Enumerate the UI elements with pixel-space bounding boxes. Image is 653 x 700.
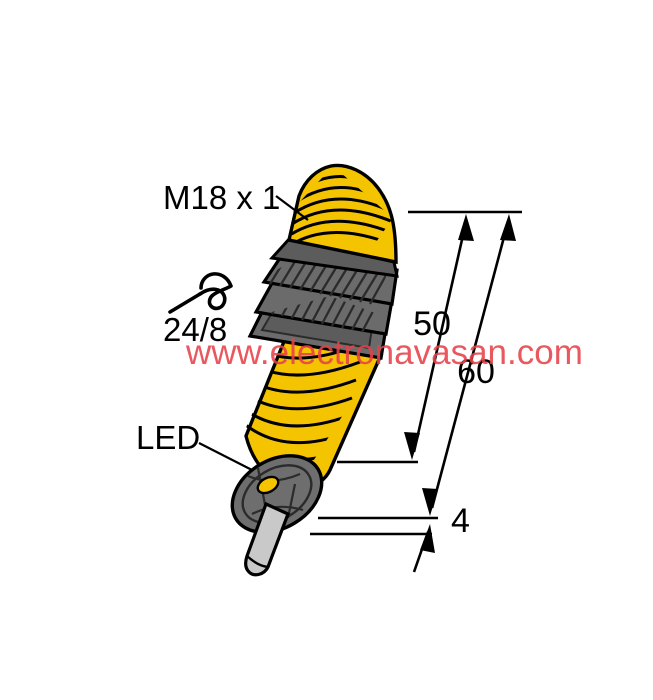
arrowhead-up-4 xyxy=(420,524,435,553)
dimension-4: 4 xyxy=(412,502,470,573)
dimension-50: 50 xyxy=(404,214,474,460)
arrowhead-up-50 xyxy=(458,214,474,241)
dimension-label-50: 50 xyxy=(413,305,451,343)
face-inner-ring xyxy=(241,464,313,524)
arrowhead-down-60 xyxy=(422,488,438,516)
dimension-lines xyxy=(310,210,522,536)
leader-lines xyxy=(198,195,309,471)
arrowhead-up-60 xyxy=(500,214,516,241)
arrowhead-down-50 xyxy=(404,432,420,460)
knurled-nut-lower xyxy=(253,274,394,336)
cable-end-curve xyxy=(246,555,269,569)
upper-threaded-barrel xyxy=(286,163,398,265)
sensing-face xyxy=(230,454,324,534)
dimension-60: 60 xyxy=(422,214,516,516)
leader-led xyxy=(198,442,253,471)
dimension-label-4: 4 xyxy=(451,502,470,540)
cable xyxy=(244,501,291,577)
led-indicator xyxy=(256,475,280,495)
wrench-icon xyxy=(168,272,233,314)
leader-m18 xyxy=(275,195,309,221)
label-thread-spec: M18 x 1 xyxy=(163,179,280,216)
dimension-label-60: 60 xyxy=(457,353,495,391)
label-led: LED xyxy=(136,419,200,456)
watermark-text: www.electronavasan.com xyxy=(185,333,583,372)
label-wrench-size: 24/8 xyxy=(163,311,227,348)
